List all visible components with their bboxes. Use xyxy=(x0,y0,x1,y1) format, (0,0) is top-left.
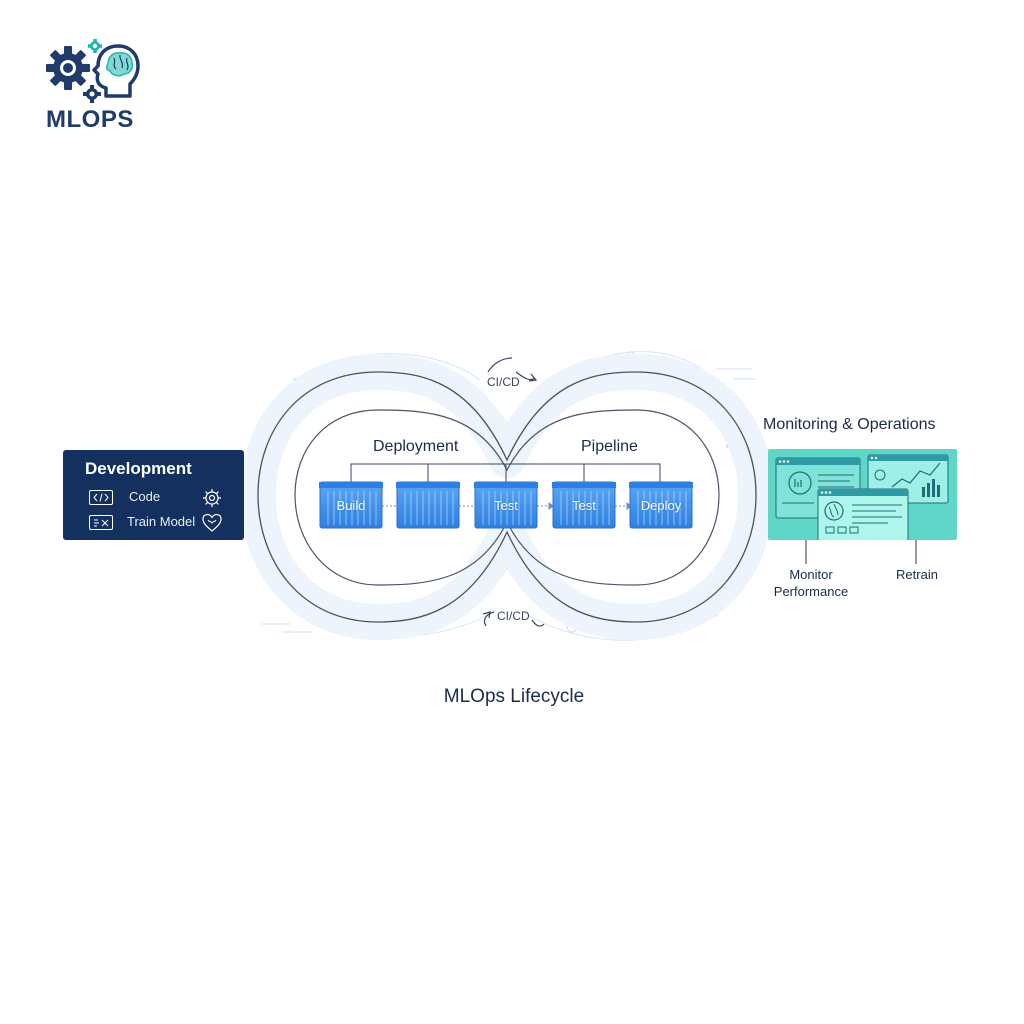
dev-item-code: Code xyxy=(89,488,229,508)
logo-text: MLOPS xyxy=(46,106,134,133)
gear-icon xyxy=(203,489,221,507)
gear-brain-icon xyxy=(46,39,140,103)
stage-deploy: Deploy xyxy=(630,482,692,528)
stage-test: Test xyxy=(475,482,537,528)
mlops-logo: MLOPS xyxy=(44,38,154,138)
dev-item-label: Code xyxy=(129,489,161,504)
pipeline-label: Pipeline xyxy=(581,438,638,455)
dev-item-train-model: Train Model xyxy=(89,513,229,533)
development-panel: Development Code Train Model xyxy=(63,450,244,540)
monitoring-panel xyxy=(768,449,957,540)
development-title: Development xyxy=(85,459,192,478)
brain-heart-icon xyxy=(202,513,222,532)
code-window-icon xyxy=(89,490,113,505)
pipeline-boxes xyxy=(319,481,693,529)
stage-test-2: Test xyxy=(553,482,615,528)
stage-label: Test xyxy=(572,498,596,513)
stage-label: Test xyxy=(494,498,518,513)
stage-label: Build xyxy=(336,498,366,513)
retrain-label: Retrain xyxy=(896,567,938,582)
deployment-label: Deployment xyxy=(373,438,459,455)
dashboard-screens-icon xyxy=(775,454,949,540)
cicd-top-label: CI/CD xyxy=(487,375,520,389)
diagram-caption: MLOps Lifecycle xyxy=(443,686,585,707)
stage-build: Build xyxy=(320,482,382,528)
stage-label: Deploy xyxy=(640,498,682,513)
dev-item-label: Train Model xyxy=(127,514,196,529)
monitoring-title: Monitoring & Operations xyxy=(763,416,936,433)
monitor-performance-label: Monitor Performance xyxy=(773,567,849,599)
model-window-icon xyxy=(89,515,113,530)
stage-unlabeled xyxy=(397,482,459,528)
cicd-bottom-label: CI/CD xyxy=(497,609,530,623)
